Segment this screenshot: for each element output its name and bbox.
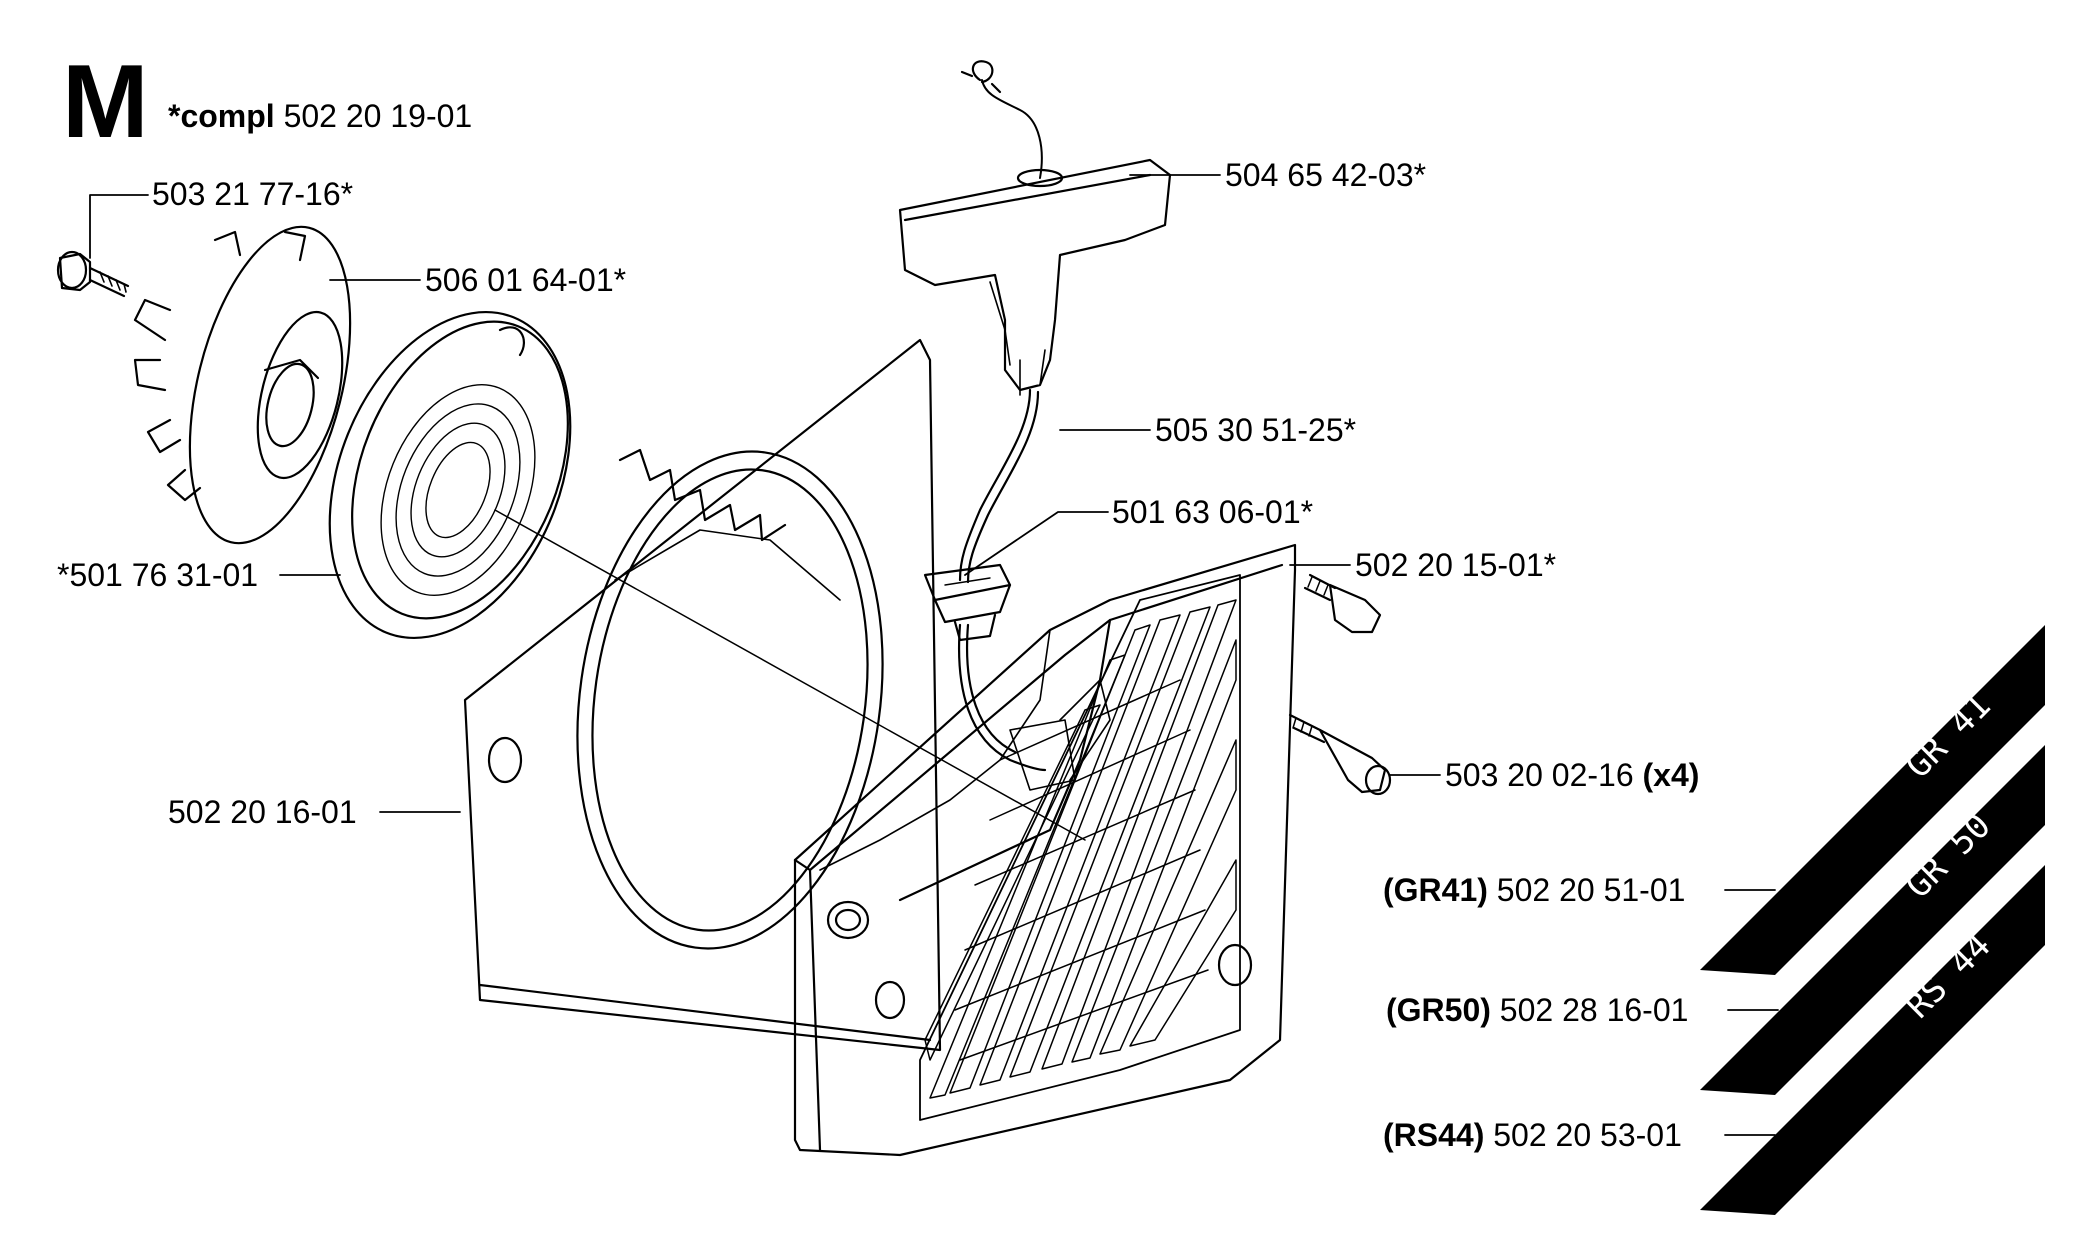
screw-part [1303,573,1382,634]
callout-decal-rs44: (RS44) 502 20 53-01 [1383,1117,1682,1153]
decal-rs44-model: (RS44) [1383,1117,1485,1153]
decal-gr50-model: (GR50) [1386,992,1491,1028]
compl-part-number: 502 20 19-01 [283,98,473,134]
spring-part [328,310,572,640]
pulley-part [133,225,352,545]
bolt-top-part [56,250,130,298]
decal-rs44-part: 502 20 53-01 [1493,1117,1682,1153]
screw-part-number: 503 20 02-16 [1445,757,1634,793]
callout-screw: 503 20 02-16 (x4) [1445,757,1699,793]
decal-gr50-part: 502 28 16-01 [1499,992,1689,1028]
callout-starter-housing: 502 20 15-01* [1355,547,1557,583]
decal-gr41-model: (GR41) [1383,872,1488,908]
grommet-part [923,563,1012,642]
callout-spring: *501 76 31-01 [57,557,259,593]
callout-decal-gr41: (GR41) 502 20 51-01 [1383,872,1685,908]
cord-part [958,388,1047,772]
callout-cord: 505 30 51-25* [1155,412,1357,448]
callout-fan-cover: 502 20 16-01 [168,794,357,830]
callout-decal-gr50: (GR50) 502 28 16-01 [1386,992,1688,1028]
decal-gr41-part: 502 20 51-01 [1496,872,1686,908]
callout-grommet: 501 63 06-01* [1112,494,1314,530]
screw-head [1288,713,1392,796]
complete-assembly-label: *compl 502 20 19-01 [168,98,472,134]
handle-part [898,60,1172,396]
starter-housing-part [793,543,1297,1157]
callout-pulley: 506 01 64-01* [425,262,627,298]
screw-quantity: (x4) [1642,757,1700,793]
section-letter: M [62,44,149,160]
callout-bolt-top: 503 21 77-16* [152,176,354,212]
compl-prefix: *compl [168,98,275,134]
callout-handle: 504 65 42-03* [1225,157,1427,193]
decals-group: GR 41 GR 50 RS 44 [1700,625,2045,1215]
fan-cover-part [463,338,942,1052]
